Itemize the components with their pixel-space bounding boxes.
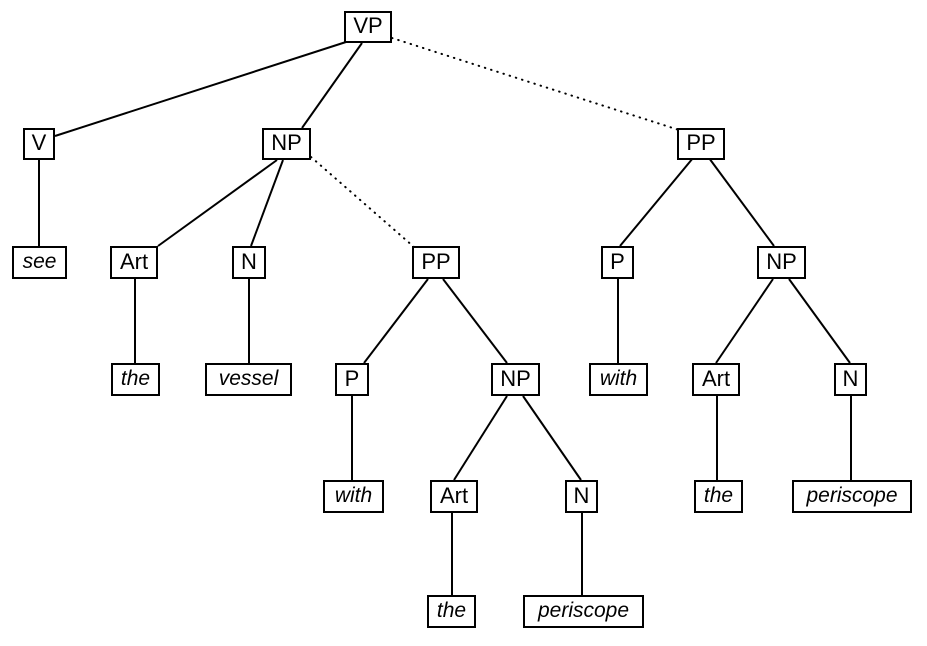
node-label-np_high: NP [766, 248, 797, 274]
tree-edge-np_high-to-n_high [788, 278, 851, 364]
tree-leaf-the_high: the [694, 480, 743, 513]
node-label-p_high: P [610, 248, 625, 274]
tree-leaf-periscope_high: periscope [792, 480, 912, 513]
tree-leaf-periscope_low: periscope [523, 595, 644, 628]
tree-node-pp_high: PP [677, 128, 725, 160]
node-label-art1: Art [119, 248, 149, 274]
node-label-vessel: vessel [218, 367, 279, 390]
tree-node-art_low: Art [430, 480, 478, 513]
node-label-v: V [31, 130, 47, 155]
node-label-vp: VP [353, 13, 383, 38]
node-label-n_high: N [842, 365, 859, 391]
tree-leaf-the1: the [111, 363, 160, 396]
node-label-the_high: the [703, 484, 734, 507]
tree-edge-np1-to-n1 [250, 159, 284, 247]
node-label-art_low: Art [439, 482, 469, 508]
node-label-n1: N [241, 248, 257, 274]
node-label-n_low: N [573, 482, 590, 508]
tree-node-art1: Art [110, 246, 158, 279]
tree-node-np_low: NP [491, 363, 540, 396]
tree-node-art_high: Art [692, 363, 740, 396]
tree-node-n_low: N [565, 480, 598, 513]
node-label-periscope_low: periscope [537, 599, 630, 622]
tree-edge-pp_high-to-p_high [619, 157, 694, 247]
node-label-with_low: with [334, 484, 373, 507]
tree-edge-np_high-to-art_high [715, 278, 774, 364]
tree-leaf-with_low: with [323, 480, 384, 513]
node-label-np_low: NP [500, 365, 531, 391]
node-label-the_low: the [436, 599, 467, 622]
tree-edge-pp_low-to-p_low [363, 278, 429, 364]
node-label-np1: NP [271, 130, 302, 155]
node-label-the1: the [120, 367, 151, 390]
tree-leaf-vessel: vessel [205, 363, 292, 396]
tree-edge-np1-to-pp_low [310, 156, 415, 248]
node-label-see: see [22, 250, 57, 273]
tree-edge-np_low-to-art_low [453, 395, 508, 481]
tree-node-v: V [23, 128, 55, 160]
tree-leaf-with_high: with [589, 363, 648, 396]
node-label-pp_low: PP [421, 248, 451, 274]
tree-node-p_low: P [335, 363, 369, 396]
tree-edge-np_low-to-n_low [522, 395, 582, 481]
node-label-with_high: with [599, 367, 638, 390]
tree-edge-vp-to-np1 [301, 42, 363, 129]
node-label-periscope_high: periscope [806, 484, 898, 507]
tree-edge-vp-to-v [54, 41, 347, 137]
tree-edge-np1-to-art1 [157, 159, 278, 247]
node-label-pp_high: PP [686, 130, 716, 155]
tree-node-np_high: NP [757, 246, 806, 279]
tree-node-np1: NP [262, 128, 311, 160]
node-label-p_low: P [344, 365, 360, 391]
tree-edge-pp_low-to-np_low [442, 278, 508, 364]
tree-edge-vp-to-pp_high [391, 37, 680, 131]
tree-node-pp_low: PP [412, 246, 460, 279]
tree-node-p_high: P [601, 246, 634, 279]
tree-node-vp: VP [344, 11, 392, 43]
node-label-art_high: Art [701, 365, 731, 391]
tree-node-n_high: N [834, 363, 867, 396]
tree-leaf-see: see [12, 246, 67, 279]
tree-node-n1: N [232, 246, 266, 279]
tree-edge-pp_high-to-np_high [708, 157, 775, 247]
tree-leaf-the_low: the [427, 595, 476, 628]
